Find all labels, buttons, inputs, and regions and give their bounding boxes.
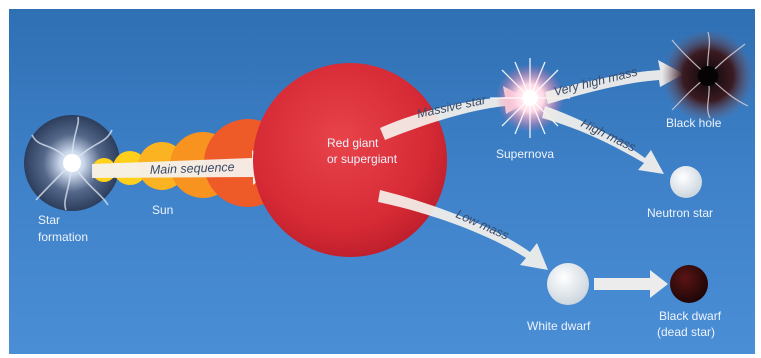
main-sequence-label: Main sequence: [150, 160, 235, 177]
black-hole: [662, 30, 754, 122]
neutron-star-label: Neutron star: [647, 206, 713, 220]
black-dwarf-star: [670, 265, 708, 303]
star-formation-label-line1: Star: [38, 213, 60, 227]
black-dwarf-label-line1: Black dwarf: [659, 309, 722, 323]
black-dwarf-label-line2: (dead star): [657, 325, 715, 339]
white-dwarf-star: [547, 263, 589, 305]
red-giant-label-line2: or supergiant: [327, 152, 398, 166]
white-dwarf-label: White dwarf: [527, 319, 591, 333]
supernova-label: Supernova: [496, 147, 554, 161]
black-hole-label: Black hole: [666, 116, 722, 130]
red-giant-label-line1: Red giant: [327, 136, 379, 150]
star-formation-label-line2: formation: [38, 230, 88, 244]
neutron-star: [670, 166, 702, 198]
sun-label: Sun: [152, 203, 173, 217]
